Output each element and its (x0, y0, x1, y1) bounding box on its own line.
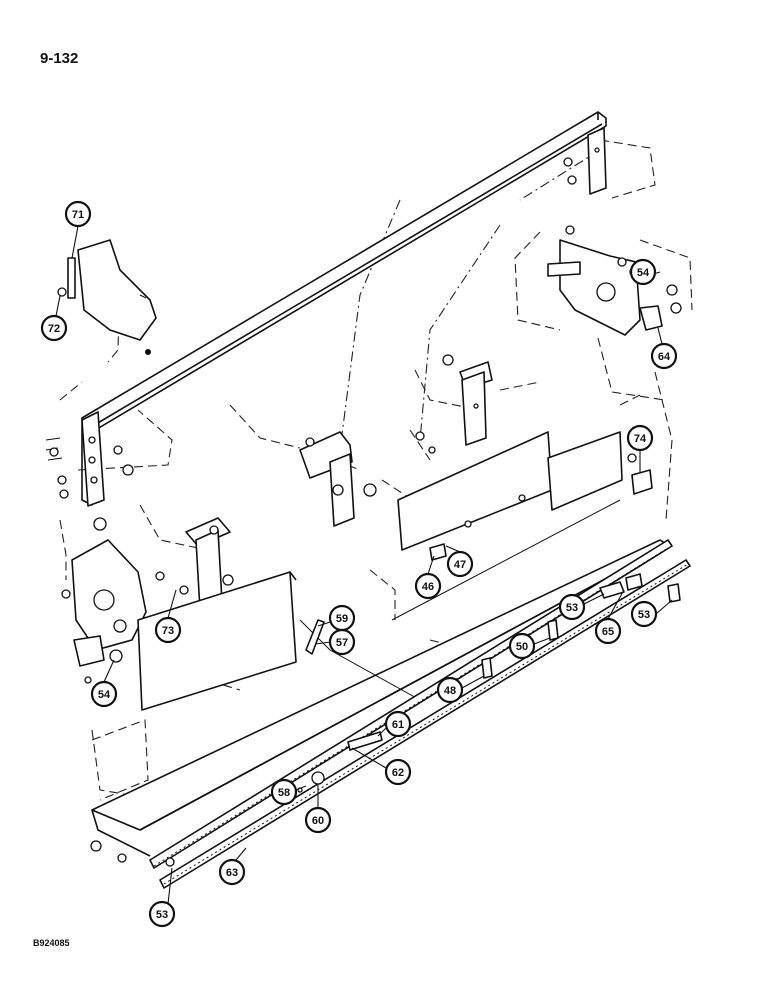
hardware-bolts (165, 453, 681, 867)
callout-64: 64 (650, 327, 678, 370)
callout-71: 71 (64, 200, 92, 259)
callout-60: 60 (304, 784, 332, 834)
callout-72: 72 (40, 295, 68, 342)
callout-57: 57 (315, 628, 356, 656)
callout-label: 71 (72, 209, 84, 221)
callout-label: 72 (48, 323, 60, 335)
callout-label: 53 (638, 609, 650, 621)
callout-label: 63 (226, 867, 238, 879)
callout-label: 53 (566, 602, 578, 614)
lower-left-side-bracket (61, 517, 147, 684)
callout-74: 74 (626, 424, 654, 472)
callout-65: 65 (594, 589, 625, 645)
right-upright-standard (415, 354, 493, 454)
callout-59: 59 (317, 604, 356, 632)
figure-id: B924085 (33, 938, 70, 948)
page-number: 9-132 (40, 50, 79, 67)
callout-61: 61 (377, 710, 412, 738)
callout-53-center: 53 (558, 593, 605, 621)
callout-label: 48 (444, 685, 456, 697)
callout-label: 73 (162, 625, 174, 637)
callout-46: 46 (414, 555, 442, 600)
upper-right-mount-plate (547, 225, 682, 336)
callout-63: 63 (218, 847, 247, 886)
callout-label: 58 (278, 787, 290, 799)
callout-label: 50 (516, 641, 528, 653)
right-panel-plate (397, 431, 623, 551)
callout-label: 47 (454, 559, 466, 571)
callout-48: 48 (436, 675, 485, 704)
callout-50: 50 (508, 632, 551, 660)
callout-58: 58 (270, 778, 307, 806)
callout-label: 53 (156, 909, 168, 921)
callout-label: 54 (98, 689, 111, 701)
callout-label: 64 (658, 351, 671, 363)
callout-label: 57 (336, 637, 348, 649)
upper-left-shield (57, 239, 157, 355)
callout-label: 61 (392, 719, 404, 731)
callout-53-lower-left: 53 (148, 867, 176, 928)
callout-47: 47 (445, 545, 474, 578)
callout-62: 62 (351, 747, 412, 786)
callout-label: 65 (602, 626, 614, 638)
callout-label: 62 (392, 767, 404, 779)
callout-54-lower: 54 (90, 659, 118, 708)
callout-label: 60 (312, 815, 324, 827)
beam-left-end-bracket (45, 411, 134, 507)
callout-54-upper: 54 (629, 258, 661, 286)
center-upright-standard (299, 431, 377, 527)
callout-label: 59 (336, 613, 348, 625)
callout-73: 73 (154, 589, 182, 644)
left-panel-plate (137, 571, 297, 711)
beam-right-end-bracket (563, 127, 607, 195)
callout-label: 46 (422, 581, 434, 593)
callout-label: 54 (637, 267, 650, 279)
callout-label: 74 (634, 433, 647, 445)
callout-53-right: 53 (630, 599, 673, 628)
